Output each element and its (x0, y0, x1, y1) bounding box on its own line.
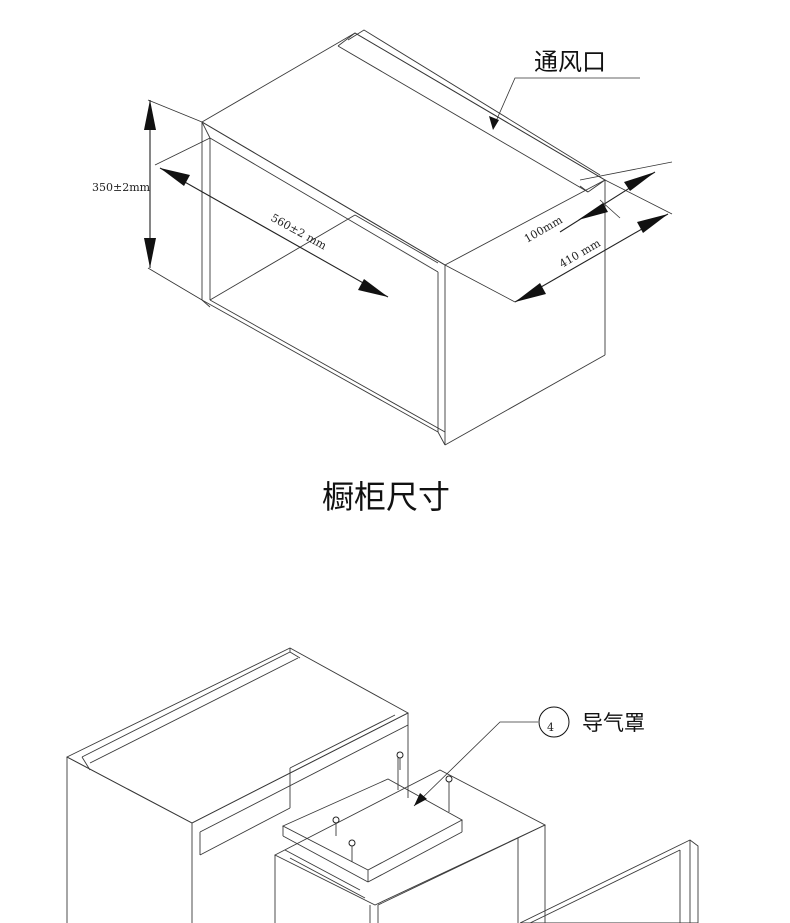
cabinet-frame (66, 647, 409, 923)
microwave-body (274, 769, 547, 923)
screw-icon (348, 839, 356, 862)
vent-slot (337, 29, 606, 193)
height-dimension-label: 350±2mm (92, 181, 151, 194)
air-duct-callout: 4 导气罩 (413, 706, 645, 807)
part-label: 导气罩 (582, 711, 645, 735)
cabinet-size-caption: 橱柜尺寸 (322, 478, 450, 516)
vent-width-dimension: 100mm (522, 161, 673, 246)
installation-diagram: 4 导气罩 (66, 647, 699, 923)
screw-icon (332, 816, 340, 836)
cabinet-outline (201, 32, 606, 446)
door-frame (519, 839, 699, 923)
screw-icon (445, 775, 453, 812)
vent-label: 通风口 (534, 48, 606, 76)
depth-dimension: 410 mm (444, 179, 673, 303)
part-number-circle (538, 706, 570, 738)
screws (332, 751, 453, 862)
width-dimension: 560±2 mm (154, 137, 389, 298)
depth-dimension-label: 410 mm (557, 236, 603, 270)
cabinet-dimension-diagram: 通风口 350±2mm 560±2 mm 100mm (92, 29, 673, 516)
vent-label-leader: 通风口 (489, 48, 640, 130)
part-number: 4 (547, 721, 554, 734)
screw-icon (396, 751, 404, 770)
air-duct-cover (281, 778, 463, 883)
height-dimension: 350±2mm (92, 99, 203, 301)
vent-width-label: 100mm (522, 213, 565, 245)
